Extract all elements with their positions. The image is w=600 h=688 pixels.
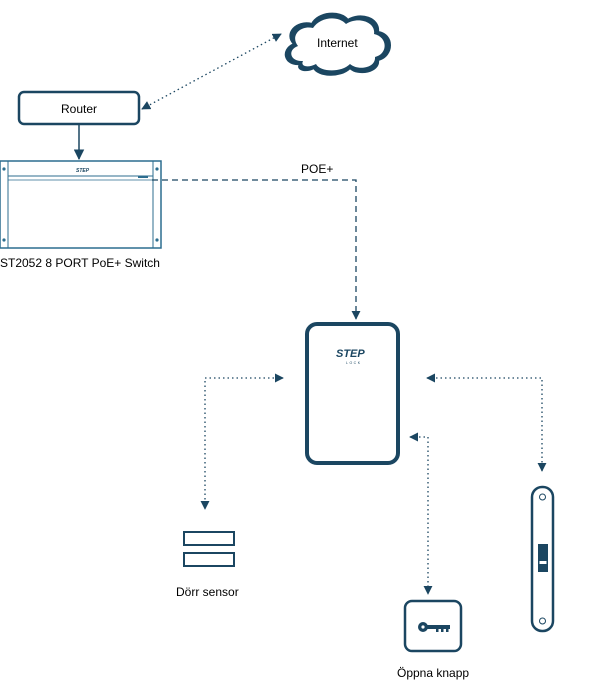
- switch-brand-logo: STEP: [76, 168, 90, 174]
- poe-label: POE+: [301, 162, 334, 176]
- router-box[interactable]: [17, 90, 141, 126]
- internet-cloud[interactable]: [284, 12, 391, 76]
- controller-brand-logo: STEP: [336, 348, 365, 360]
- poe-link: [152, 179, 361, 320]
- internet-router-link: [141, 33, 282, 110]
- router-label: Router: [61, 102, 98, 116]
- key-icon: [418, 622, 450, 632]
- lock-device[interactable]: [530, 485, 555, 633]
- internet-label: Internet: [317, 36, 358, 50]
- controller-brand-sub: LOCK: [346, 361, 362, 365]
- controller-button-link: [409, 432, 433, 595]
- door-controller[interactable]: [305, 322, 400, 465]
- controller-sensor-link: [200, 373, 284, 510]
- controller-lock-link: [426, 373, 547, 472]
- switch-label: ST2052 8 PORT PoE+ Switch: [0, 256, 160, 270]
- door-sensor-label: Dörr sensor: [176, 585, 239, 599]
- switch-rack[interactable]: [0, 160, 162, 249]
- door-sensor-device[interactable]: [183, 531, 235, 567]
- open-button-label: Öppna knapp: [397, 666, 470, 680]
